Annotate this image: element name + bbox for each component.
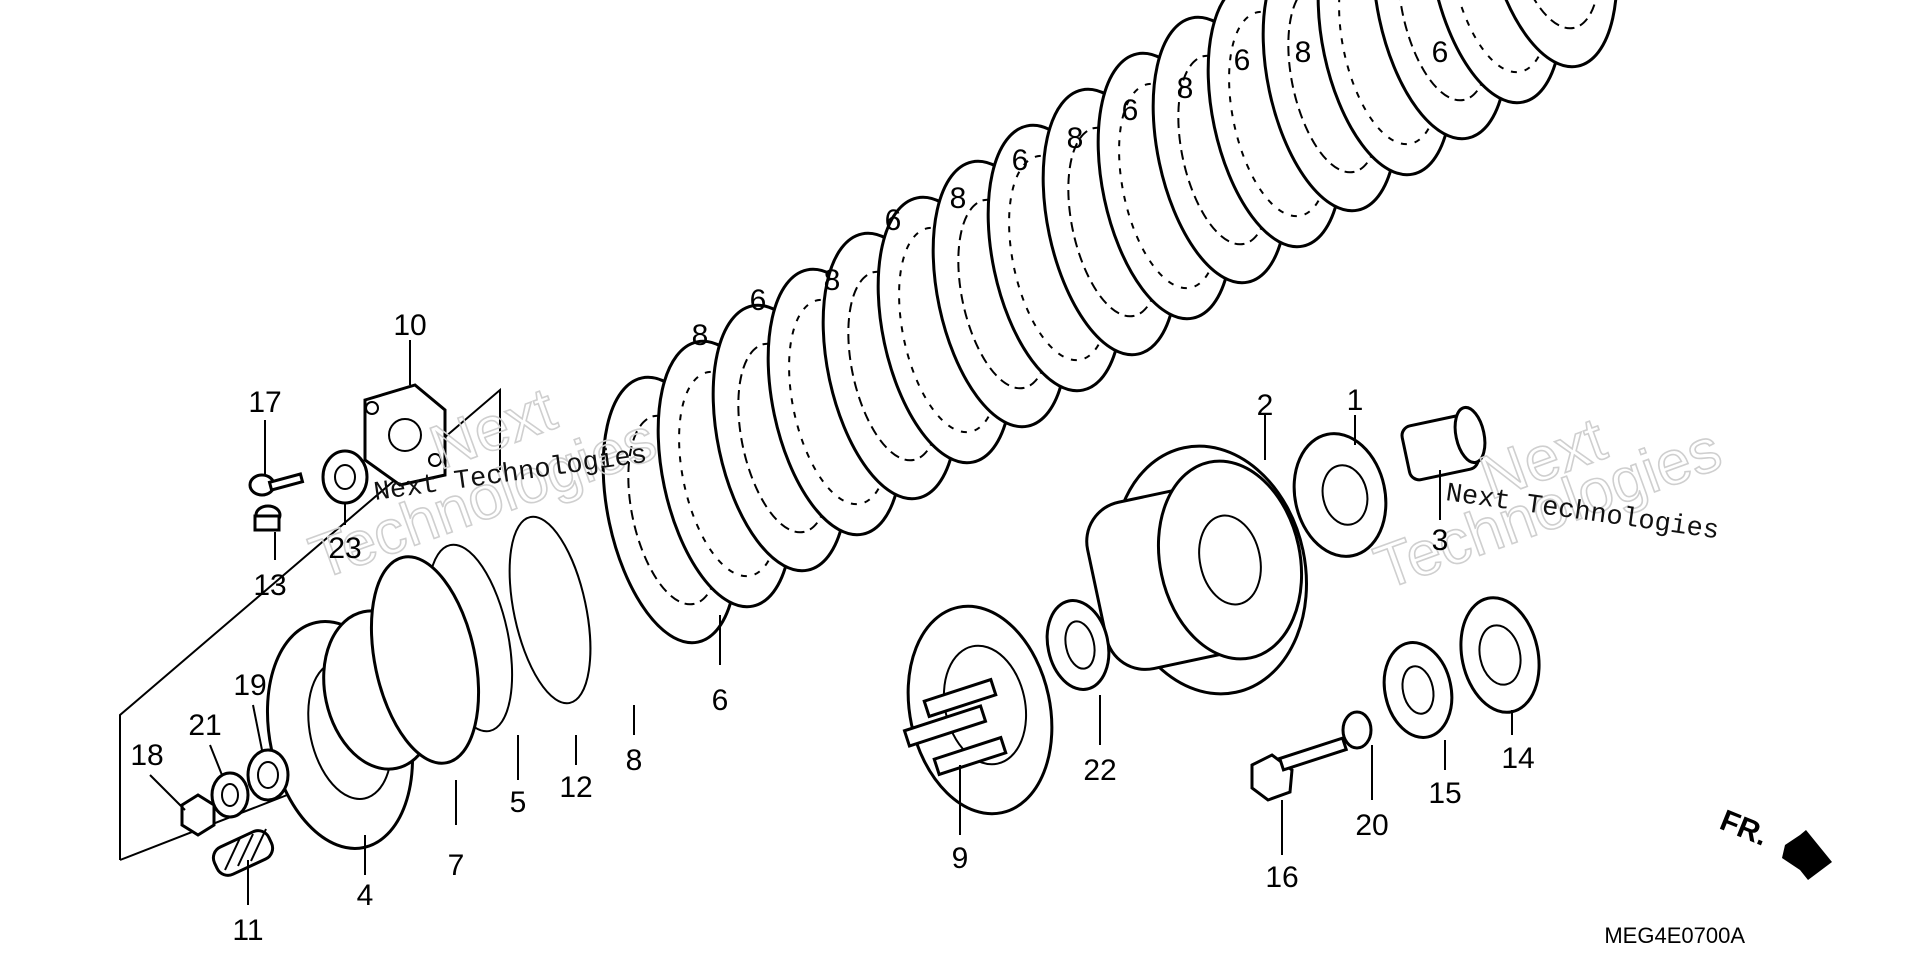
- callouts: 1 2 3 4 5 6 6 6 6 6 6 6 7 8 8 8 8 8 8 8 …: [130, 36, 1534, 947]
- oil-pump-sprocket: [1382, 641, 1454, 739]
- callout-8: 8: [1295, 36, 1312, 69]
- callout-8: 8: [626, 744, 643, 777]
- callout-14: 14: [1501, 742, 1534, 775]
- callout-22: 22: [1083, 754, 1116, 787]
- clutch-plate-stack: [601, 0, 1619, 645]
- judder-spring-seat: [246, 748, 290, 802]
- callout-3: 3: [1432, 524, 1449, 557]
- clutch-outer: [1085, 444, 1308, 696]
- callout-16: 16: [1265, 861, 1298, 894]
- callout-8: 8: [692, 319, 709, 352]
- callout-6: 6: [1122, 94, 1139, 127]
- callout-20: 20: [1355, 809, 1388, 842]
- pin-13: [253, 504, 282, 532]
- callout-1: 1: [1347, 384, 1364, 417]
- callout-17: 17: [248, 386, 281, 419]
- callout-5: 5: [510, 786, 527, 819]
- callout-8: 8: [1067, 122, 1084, 155]
- callout-6: 6: [712, 684, 729, 717]
- lifter-plate: [363, 383, 447, 487]
- diagram-code: MEG4E0700A: [1604, 923, 1745, 948]
- callout-6: 6: [1432, 36, 1449, 69]
- callout-21: 21: [188, 709, 221, 742]
- lifter-bearing: [321, 449, 369, 505]
- friction-disc: [1481, 0, 1619, 69]
- clutch-disc-b: [369, 555, 481, 765]
- callout-6: 6: [750, 284, 767, 317]
- flange-bolt: [1250, 736, 1349, 802]
- primary-drive-gear: [1459, 596, 1541, 714]
- bolt-17: [248, 472, 305, 497]
- callout-13: 13: [253, 569, 286, 602]
- washer-20: [1341, 710, 1373, 750]
- front-arrow-icon: [1782, 830, 1832, 880]
- callout-8: 8: [824, 264, 841, 297]
- oil-pump-drive-sprocket: [1292, 432, 1388, 558]
- callout-7: 7: [448, 849, 465, 882]
- thrust-washer: [1045, 599, 1111, 691]
- clutch-spring: [211, 828, 275, 877]
- callout-6: 6: [885, 204, 902, 237]
- callout-4: 4: [357, 879, 374, 912]
- callout-8: 8: [950, 182, 967, 215]
- collar: [1400, 405, 1487, 482]
- friction-disc-inner: [1507, 0, 1601, 30]
- lock-washer: [210, 771, 250, 819]
- lock-nut: [180, 793, 216, 837]
- callout-12: 12: [559, 771, 592, 804]
- callout-15: 15: [1428, 777, 1461, 810]
- callout-8: 8: [1177, 72, 1194, 105]
- front-direction-indicator: FR.: [1715, 804, 1832, 880]
- judder-spring-seat-ring: [508, 515, 592, 705]
- front-label: FR.: [1715, 804, 1772, 853]
- friction-disc-inner: [1397, 0, 1491, 102]
- callout-18: 18: [130, 739, 163, 772]
- callout-9: 9: [952, 842, 969, 875]
- clutch-center: [902, 604, 1054, 816]
- leader-lines: [149, 340, 1513, 905]
- callout-19: 19: [233, 669, 266, 702]
- subassembly-outline: [119, 387, 501, 860]
- callout-10: 10: [393, 309, 426, 342]
- callout-11: 11: [232, 914, 263, 947]
- callout-6: 6: [1012, 144, 1029, 177]
- callout-2: 2: [1257, 389, 1274, 422]
- callout-6: 6: [1234, 44, 1251, 77]
- callout-23: 23: [328, 532, 361, 565]
